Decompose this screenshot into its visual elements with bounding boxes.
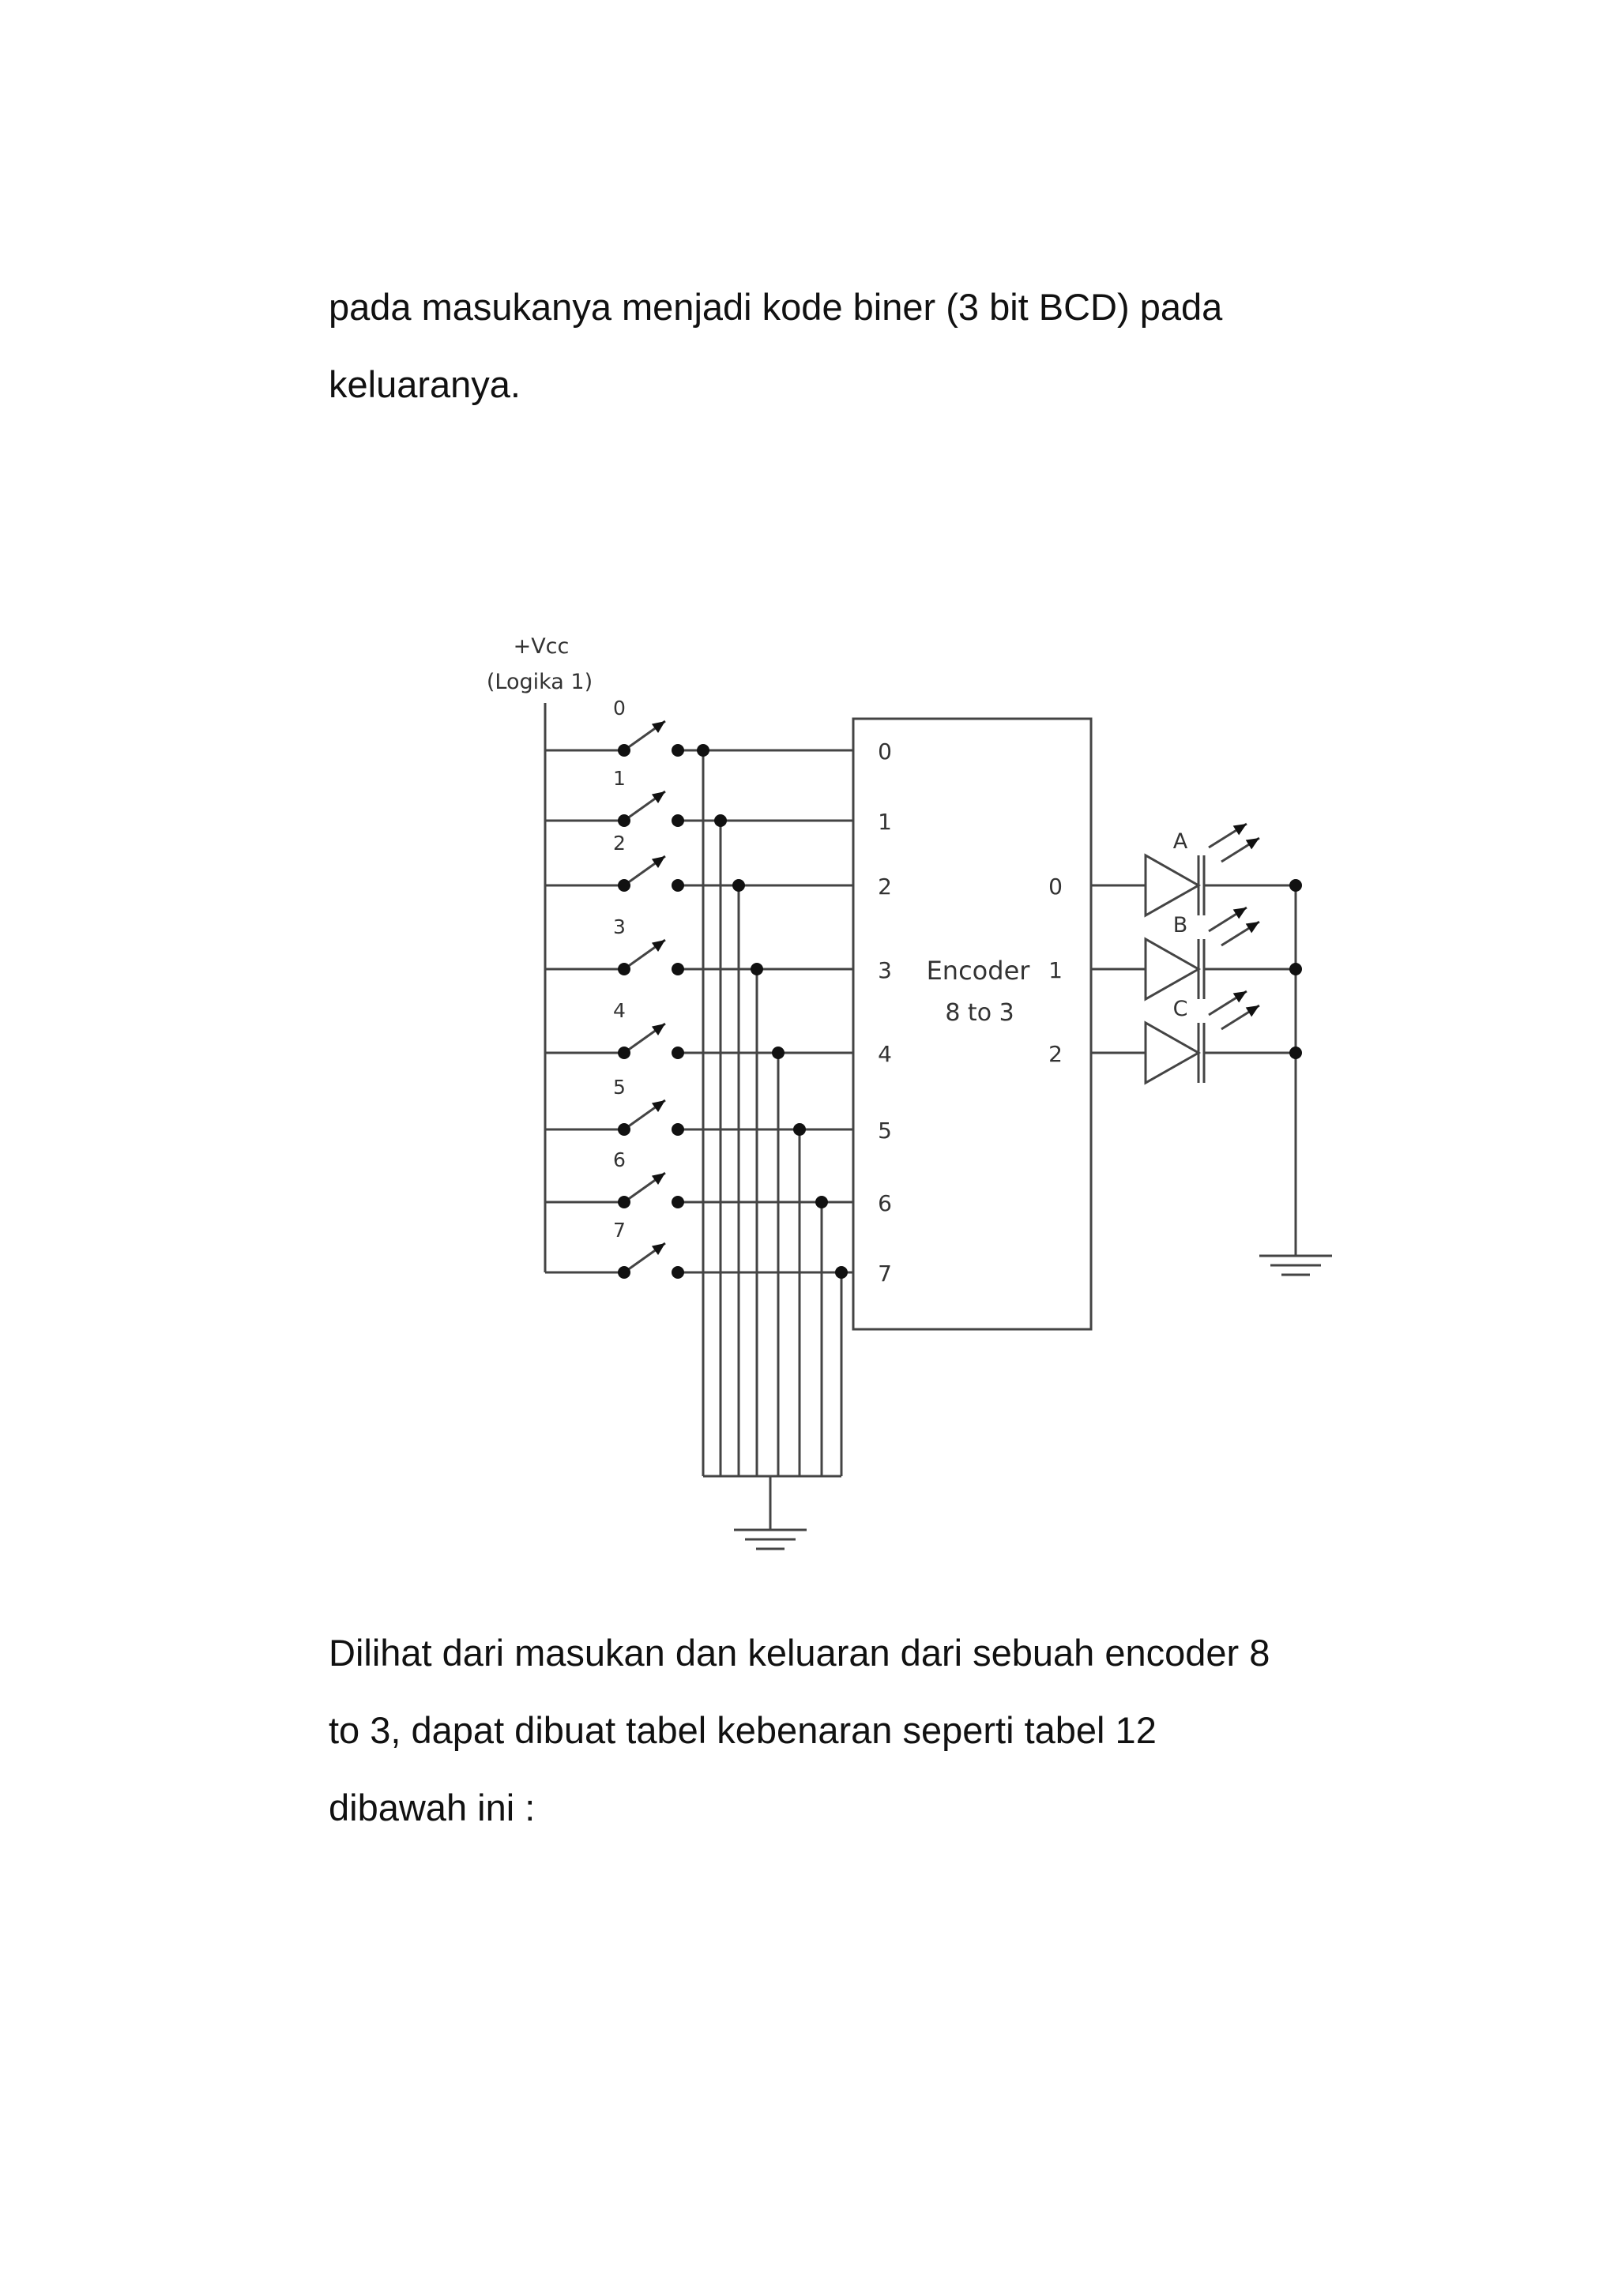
circuit-wiring xyxy=(544,703,1332,1550)
switch-label: 2 xyxy=(613,832,626,855)
switch-contact xyxy=(672,744,684,757)
led-label: B xyxy=(1173,913,1188,938)
arrowhead xyxy=(1245,1005,1259,1017)
arrowhead xyxy=(651,1100,665,1112)
circuit-junctions xyxy=(618,721,1302,1279)
logic-level-label: (Logika 1) xyxy=(487,670,593,694)
encoder-output-label: 1 xyxy=(1048,957,1063,983)
encoder-input-label: 2 xyxy=(878,874,892,900)
junction-dot xyxy=(714,814,727,827)
arrowhead xyxy=(1232,824,1247,836)
arrowhead xyxy=(651,791,665,803)
encoder-input-label: 7 xyxy=(878,1261,892,1287)
arrowhead xyxy=(651,1024,665,1035)
switch-label: 7 xyxy=(613,1219,626,1242)
junction-dot xyxy=(772,1047,785,1059)
encoder-output-label: 2 xyxy=(1048,1041,1063,1067)
arrowhead xyxy=(651,721,665,733)
arrowhead xyxy=(1245,922,1259,934)
junction-dot xyxy=(732,879,745,892)
arrowhead xyxy=(651,856,665,868)
switch-contact xyxy=(618,1266,630,1279)
switch-contact xyxy=(672,1196,684,1208)
text-line: Dilihat dari masukan dan keluaran dari s… xyxy=(329,1632,1270,1674)
encoder-output-label: 0 xyxy=(1048,874,1063,900)
arrowhead xyxy=(1245,838,1259,850)
led-label: A xyxy=(1173,829,1188,854)
text-line: keluaranya. xyxy=(329,363,521,405)
text-line: pada masukanya menjadi kode biner (3 bit… xyxy=(329,286,1223,328)
switch-contact xyxy=(618,963,630,975)
encoder-input-label: 3 xyxy=(878,957,892,983)
switch-label: 1 xyxy=(613,767,626,790)
switch-contact xyxy=(672,1123,684,1136)
switch-contact xyxy=(618,1047,630,1059)
junction-dot xyxy=(815,1196,828,1208)
junction-dot xyxy=(1289,879,1302,892)
led-diode xyxy=(1144,1020,1202,1085)
circuit-labels: +Vcc (Logika 1) 0 0 1 1 2 2 3 3 4 4 5 5 6 6 7 7 Encoder 8 t… xyxy=(487,634,1188,1287)
arrowhead xyxy=(651,1243,665,1255)
arrowhead xyxy=(1232,991,1247,1003)
encoder-block xyxy=(852,717,1093,1331)
text-line: to 3, dapat dibuat tabel kebenaran seper… xyxy=(329,1709,1157,1751)
switch-contact xyxy=(618,1196,630,1208)
switch-label: 4 xyxy=(613,999,626,1022)
switch-contact xyxy=(618,744,630,757)
switch-label: 0 xyxy=(613,697,626,720)
junction-dot xyxy=(1289,963,1302,975)
encoder-input-label: 1 xyxy=(878,809,892,835)
switch-contact xyxy=(672,1266,684,1279)
switch-contact xyxy=(672,814,684,827)
junction-dot xyxy=(835,1266,848,1279)
text-line: dibawah ini : xyxy=(329,1787,536,1828)
encoder-input-label: 5 xyxy=(878,1118,892,1144)
switch-contact xyxy=(672,963,684,975)
vcc-label: +Vcc xyxy=(514,634,570,659)
junction-dot xyxy=(697,744,709,757)
switch-contact xyxy=(672,879,684,892)
encoder-input-label: 0 xyxy=(878,738,892,765)
encoder-subtitle: 8 to 3 xyxy=(945,999,1014,1027)
led-label: C xyxy=(1173,997,1188,1021)
switch-contact xyxy=(618,1123,630,1136)
switch-label: 6 xyxy=(613,1148,626,1171)
switch-label: 3 xyxy=(613,915,626,938)
encoder-title: Encoder xyxy=(927,956,1031,986)
switch-contact xyxy=(618,879,630,892)
switch-contact xyxy=(618,814,630,827)
switch-contact xyxy=(672,1047,684,1059)
arrowhead xyxy=(1232,908,1247,919)
switch-label: 5 xyxy=(613,1076,626,1099)
encoder-input-label: 6 xyxy=(878,1190,892,1216)
led-diode xyxy=(1144,937,1202,1001)
led-diode xyxy=(1144,853,1202,918)
junction-dot xyxy=(793,1123,806,1136)
arrowhead xyxy=(651,940,665,952)
junction-dot xyxy=(1289,1047,1302,1059)
arrowhead xyxy=(651,1173,665,1185)
body-paragraph: Dilihat dari masukan dan keluaran dari s… xyxy=(329,1614,1270,1847)
intro-paragraph: pada masukanya menjadi kode biner (3 bit… xyxy=(329,269,1222,423)
encoder-input-label: 4 xyxy=(878,1041,892,1067)
junction-dot xyxy=(751,963,763,975)
